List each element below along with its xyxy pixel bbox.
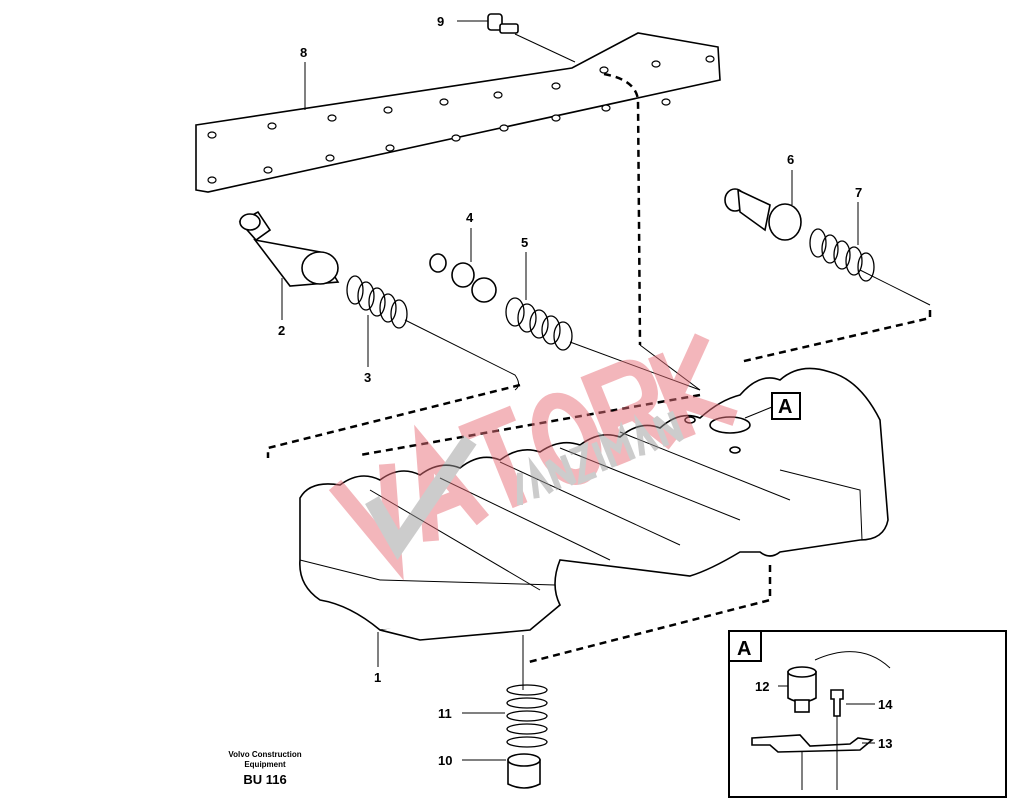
- detail-callout-box: [771, 392, 801, 420]
- part-6-spool: [724, 188, 802, 241]
- alignment-dashes: [603, 72, 642, 346]
- label-part-12: 12: [755, 679, 769, 694]
- part-8-plate: [195, 32, 721, 193]
- part-11-spring: [506, 684, 548, 748]
- inset-title: A: [737, 638, 751, 660]
- leader-lines: [281, 20, 859, 761]
- detail-inset-a: A 12 14 13: [728, 630, 1007, 798]
- part-13-washer: [751, 734, 874, 753]
- label-part-9: 9: [437, 14, 444, 29]
- label-part-13: 13: [878, 736, 892, 751]
- watermark-subtitle-letters: [516, 410, 685, 506]
- credit-company: Volvo Construction Equipment: [205, 750, 325, 770]
- plate-holes: [207, 55, 715, 184]
- label-part-10: 10: [438, 753, 452, 768]
- part-5-spring: [505, 297, 573, 351]
- watermark-logo: [328, 333, 738, 581]
- label-part-5: 5: [521, 235, 528, 250]
- part-3-spring: [346, 275, 408, 329]
- label-part-14: 14: [878, 697, 893, 712]
- watermark-chevron: [365, 435, 477, 560]
- part-7-spring: [809, 228, 875, 282]
- label-part-6: 6: [787, 152, 794, 167]
- label-part-7: 7: [855, 185, 862, 200]
- label-part-2: 2: [278, 323, 285, 338]
- label-part-11: 11: [438, 706, 452, 721]
- part-9-bolt: [487, 13, 519, 34]
- label-part-1: 1: [374, 670, 381, 685]
- detail-callout-label: A: [778, 396, 792, 418]
- part-4-spool: [429, 253, 497, 303]
- credit-code: BU 116: [243, 772, 287, 787]
- part-10-plug: [507, 753, 541, 789]
- label-part-4: 4: [466, 210, 474, 225]
- part-2-sleeve: [238, 210, 340, 287]
- credit-line-1: Volvo Construction: [228, 750, 302, 759]
- part-14-screw: [830, 689, 844, 717]
- credit-line-2: Equipment: [244, 760, 286, 769]
- label-part-3: 3: [364, 370, 371, 385]
- label-part-8: 8: [300, 45, 307, 60]
